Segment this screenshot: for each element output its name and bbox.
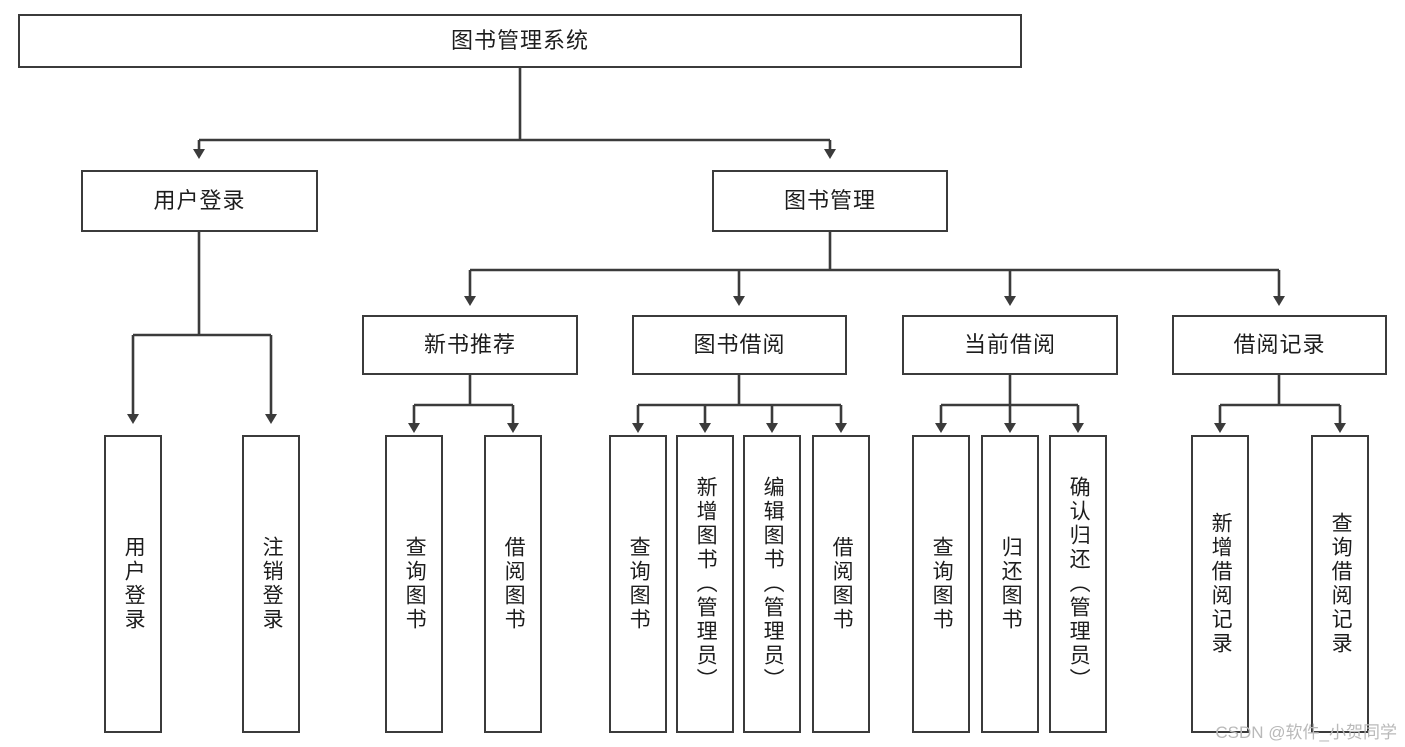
node-borrow-record[interactable]: 借阅记录 bbox=[1172, 315, 1387, 375]
node-leaf-query-record[interactable]: 查询借阅记录 bbox=[1311, 435, 1369, 733]
node-leaf-query-book-2-label: 查询图书 bbox=[627, 536, 651, 632]
node-book-borrow-label: 图书借阅 bbox=[693, 331, 786, 357]
node-borrow-record-label: 借阅记录 bbox=[1233, 331, 1326, 357]
node-leaf-query-record-label: 查询借阅记录 bbox=[1329, 512, 1353, 656]
node-user-login[interactable]: 用户登录 bbox=[81, 170, 318, 232]
node-leaf-query-book-3-label: 查询图书 bbox=[930, 536, 954, 632]
node-leaf-return-book[interactable]: 归还图书 bbox=[981, 435, 1039, 733]
node-user-login-label: 用户登录 bbox=[153, 187, 246, 213]
node-leaf-return-book-label: 归还图书 bbox=[999, 536, 1023, 632]
node-leaf-query-book-1-label: 查询图书 bbox=[403, 536, 427, 632]
node-leaf-edit-book-label: 编辑图书（管理员） bbox=[761, 476, 785, 692]
node-current-borrow-label: 当前借阅 bbox=[963, 331, 1056, 357]
node-leaf-borrow-book-1-label: 借阅图书 bbox=[502, 536, 526, 632]
node-leaf-confirm-return[interactable]: 确认归还（管理员） bbox=[1049, 435, 1107, 733]
node-leaf-add-book[interactable]: 新增图书（管理员） bbox=[676, 435, 734, 733]
node-leaf-add-record-label: 新增借阅记录 bbox=[1209, 512, 1233, 656]
node-leaf-user-login[interactable]: 用户登录 bbox=[104, 435, 162, 733]
node-book-manage-label: 图书管理 bbox=[783, 187, 876, 213]
node-book-borrow[interactable]: 图书借阅 bbox=[632, 315, 847, 375]
node-current-borrow[interactable]: 当前借阅 bbox=[902, 315, 1118, 375]
node-new-book-recommend[interactable]: 新书推荐 bbox=[362, 315, 578, 375]
node-leaf-borrow-book-1[interactable]: 借阅图书 bbox=[484, 435, 542, 733]
node-leaf-borrow-book-2[interactable]: 借阅图书 bbox=[812, 435, 870, 733]
node-leaf-add-record[interactable]: 新增借阅记录 bbox=[1191, 435, 1249, 733]
node-leaf-borrow-book-2-label: 借阅图书 bbox=[830, 536, 854, 632]
node-leaf-user-login-label: 用户登录 bbox=[122, 536, 146, 632]
node-root-label: 图书管理系统 bbox=[450, 27, 589, 53]
node-leaf-edit-book[interactable]: 编辑图书（管理员） bbox=[743, 435, 801, 733]
node-leaf-confirm-return-label: 确认归还（管理员） bbox=[1067, 476, 1091, 692]
node-leaf-query-book-1[interactable]: 查询图书 bbox=[385, 435, 443, 733]
node-leaf-add-book-label: 新增图书（管理员） bbox=[694, 476, 718, 692]
node-book-manage[interactable]: 图书管理 bbox=[712, 170, 948, 232]
node-leaf-query-book-2[interactable]: 查询图书 bbox=[609, 435, 667, 733]
node-leaf-logout[interactable]: 注销登录 bbox=[242, 435, 300, 733]
csdn-watermark: CSDN @软件_小贺同学 bbox=[1215, 723, 1397, 742]
node-leaf-logout-label: 注销登录 bbox=[260, 536, 284, 632]
node-root[interactable]: 图书管理系统 bbox=[18, 14, 1022, 68]
node-leaf-query-book-3[interactable]: 查询图书 bbox=[912, 435, 970, 733]
node-new-book-recommend-label: 新书推荐 bbox=[423, 331, 516, 357]
